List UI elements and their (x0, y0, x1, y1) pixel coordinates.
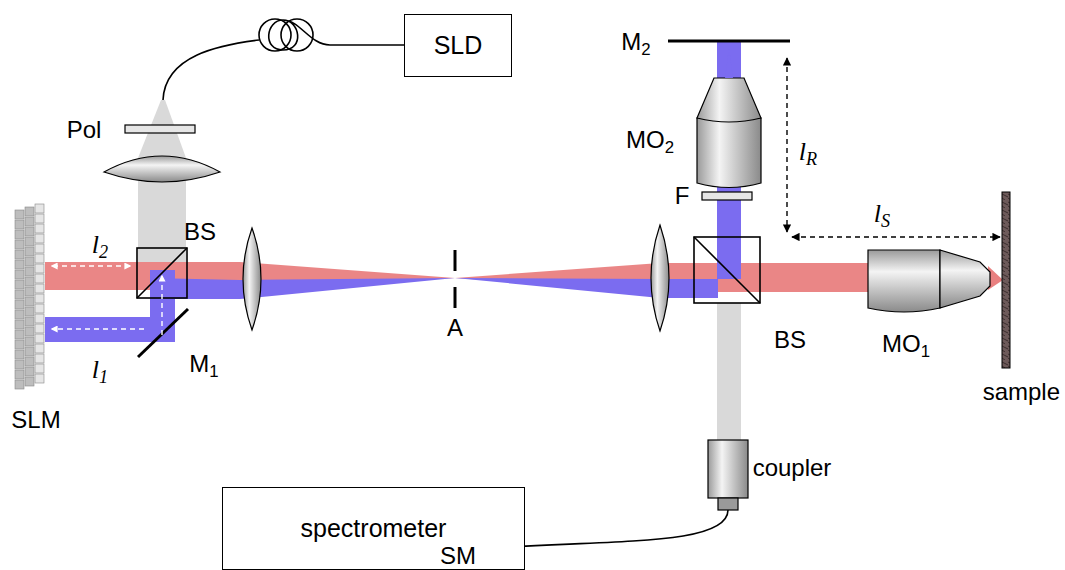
slm-pixel (35, 294, 44, 303)
slm-pixel (15, 350, 24, 359)
slm-pixel (35, 284, 44, 293)
slm-pixel (35, 304, 44, 313)
slm-pixel (15, 270, 24, 279)
slm-pixel (35, 224, 44, 233)
slm-pixel (35, 324, 44, 333)
part-label: coupler (753, 456, 832, 480)
slm-pixel (35, 344, 44, 353)
slm-pixel (15, 290, 24, 299)
part-label: SM (440, 544, 476, 568)
slm-pixel (25, 367, 34, 376)
slm-pixel (35, 364, 44, 373)
part-label: MO1 (882, 332, 930, 356)
part-label: BS (774, 328, 806, 352)
slm-pixel (15, 300, 24, 309)
slm-pixel (15, 370, 24, 379)
part-label: BS (184, 220, 216, 244)
part-label: M2 (621, 30, 650, 54)
slm-pixel (15, 310, 24, 319)
part-label: F (675, 184, 690, 208)
slm-pixel (25, 207, 34, 216)
slm-pixel (35, 254, 44, 263)
slm-pixel (35, 244, 44, 253)
box-label: SLD (434, 31, 483, 60)
slm-pixel (25, 347, 34, 356)
slm-pixel (15, 240, 24, 249)
slm-pixel (25, 317, 34, 326)
slm-pixel (25, 247, 34, 256)
slm-pixel (25, 337, 34, 346)
slm-pixel (15, 210, 24, 219)
slm-pixel (25, 307, 34, 316)
part-label: l1 (92, 357, 108, 383)
slm-pixel (35, 374, 44, 383)
slm-pixel (15, 340, 24, 349)
slm-pixel (25, 287, 34, 296)
slm-pixel (25, 227, 34, 236)
slm-pixel (15, 360, 24, 369)
part-label: lS (874, 201, 890, 227)
part-label: A (447, 316, 463, 340)
box-label: spectrometer (301, 514, 447, 543)
slm-pixel (25, 237, 34, 246)
slm-pixel (35, 264, 44, 273)
slm-pixel (15, 260, 24, 269)
slm-pixel (35, 214, 44, 223)
slm-pixel (15, 220, 24, 229)
slm-pixel (25, 217, 34, 226)
slm-pixel (35, 204, 44, 213)
slm-pixel (25, 277, 34, 286)
part-label: SLM (11, 408, 60, 432)
slm-pixel (15, 320, 24, 329)
slm-pixel (35, 354, 44, 363)
slm-pixel (25, 357, 34, 366)
slm-pixel (35, 234, 44, 243)
slm-pixel (15, 250, 24, 259)
part-label: Pol (67, 118, 102, 142)
slm-pixel (35, 274, 44, 283)
slm-pixel (25, 297, 34, 306)
instrument-box: SLD (404, 14, 512, 77)
part-label: lR (799, 139, 817, 165)
slm-pixel (25, 327, 34, 336)
part-label: M1 (189, 352, 218, 376)
slm-pixel (15, 330, 24, 339)
part-label: MO2 (626, 128, 674, 152)
part-label: sample (983, 380, 1060, 404)
slm-pixel (15, 380, 24, 389)
instrument-box: spectrometer (222, 487, 525, 570)
slm-pixel (25, 267, 34, 276)
slm-pixel (25, 257, 34, 266)
slm-pixel (25, 377, 34, 386)
slm-pixel (15, 280, 24, 289)
slm-pixel (35, 334, 44, 343)
part-label: l2 (92, 232, 108, 258)
slm-pixel (35, 314, 44, 323)
slm-pixel (15, 230, 24, 239)
